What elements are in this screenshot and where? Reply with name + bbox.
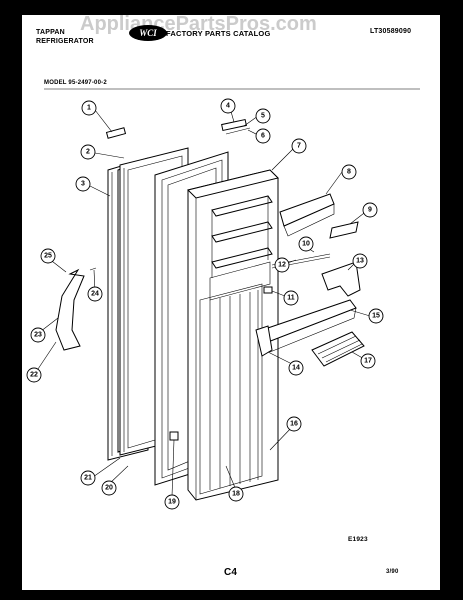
svg-text:21: 21 — [84, 475, 92, 482]
svg-text:3: 3 — [81, 181, 85, 188]
part-13-bracket — [321, 261, 361, 297]
part-8-bin — [279, 193, 335, 227]
svg-text:8: 8 — [347, 169, 351, 176]
callout-4: 4 — [220, 98, 236, 114]
model-number: MODEL 95-2497-00-2 — [44, 80, 107, 86]
part-19-clip — [169, 431, 179, 441]
part-9-cover — [329, 221, 359, 239]
svg-text:5: 5 — [261, 113, 265, 120]
svg-text:2: 2 — [86, 149, 90, 156]
callout-11: 11 — [283, 290, 299, 306]
svg-text:20: 20 — [105, 485, 113, 492]
callout-16: 16 — [286, 416, 302, 432]
door-handle — [55, 268, 85, 351]
part-4-hinge — [221, 118, 247, 132]
part-24-screw — [89, 267, 97, 271]
svg-text:22: 22 — [30, 372, 38, 379]
svg-text:6: 6 — [261, 133, 265, 140]
callout-8: 8 — [341, 164, 357, 180]
callout-14: 14 — [288, 360, 304, 376]
svg-text:25: 25 — [44, 253, 52, 260]
wci-logo: WCI — [129, 25, 167, 41]
svg-text:19: 19 — [168, 499, 176, 506]
svg-text:15: 15 — [372, 313, 380, 320]
svg-text:12: 12 — [278, 262, 286, 269]
callout-22: 22 — [26, 367, 42, 383]
callout-20: 20 — [101, 480, 117, 496]
svg-text:9: 9 — [368, 207, 372, 214]
callout-21: 21 — [80, 470, 96, 486]
door-liner-shelves — [187, 169, 279, 501]
brand-line-2: REFRIGERATOR — [36, 38, 94, 45]
svg-text:16: 16 — [290, 421, 298, 428]
part-1-trim — [105, 127, 127, 139]
callout-6: 6 — [255, 128, 271, 144]
callout-7: 7 — [291, 138, 307, 154]
callout-19: 19 — [164, 494, 180, 510]
part-14-bracket — [255, 325, 273, 357]
callout-25: 25 — [40, 248, 56, 264]
callout-17: 17 — [360, 353, 376, 369]
revision-date: 3/90 — [386, 569, 399, 575]
callout-9: 9 — [362, 202, 378, 218]
figure-code: E1923 — [348, 536, 368, 543]
svg-text:14: 14 — [292, 365, 300, 372]
callout-15: 15 — [368, 308, 384, 324]
svg-text:23: 23 — [34, 332, 42, 339]
brand-line-1: TAPPAN — [36, 29, 65, 36]
callout-5: 5 — [255, 108, 271, 124]
callout-23: 23 — [30, 327, 46, 343]
callout-18: 18 — [228, 486, 244, 502]
svg-text:18: 18 — [232, 491, 240, 498]
callout-24: 24 — [87, 286, 103, 302]
catalog-number: LT30589090 — [370, 28, 412, 35]
svg-text:24: 24 — [91, 291, 99, 298]
catalog-title: FACTORY PARTS CATALOG — [166, 29, 271, 38]
callout-3: 3 — [75, 176, 91, 192]
svg-text:4: 4 — [226, 103, 230, 110]
part-11-clip — [263, 286, 273, 294]
part-6-screw — [225, 127, 251, 135]
part-17-grill — [311, 331, 365, 367]
svg-text:1: 1 — [87, 105, 91, 112]
svg-text:7: 7 — [297, 143, 301, 150]
svg-text:17: 17 — [364, 358, 372, 365]
callout-1: 1 — [81, 100, 97, 116]
page-code: C4 — [224, 567, 238, 578]
callout-2: 2 — [80, 144, 96, 160]
svg-text:11: 11 — [287, 295, 295, 302]
callout-13: 13 — [352, 253, 368, 269]
callout-12: 12 — [274, 257, 290, 273]
wci-logo-text: WCI — [139, 28, 157, 38]
callout-10: 10 — [298, 236, 314, 252]
svg-text:13: 13 — [356, 258, 364, 265]
svg-text:10: 10 — [302, 241, 310, 248]
